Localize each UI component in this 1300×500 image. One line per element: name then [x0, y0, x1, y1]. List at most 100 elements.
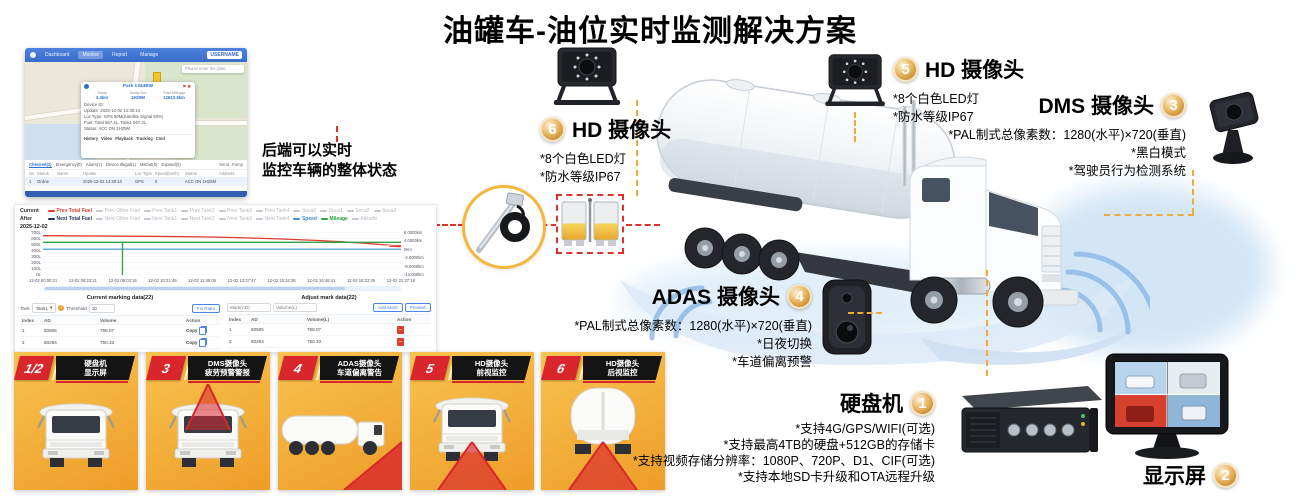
tab-expired[interactable]: Expired(0) — [161, 162, 181, 167]
copy-button[interactable]: Copy — [186, 328, 198, 333]
callout-monitor: 显示屏 2 — [1143, 460, 1238, 490]
adjust-mark-table: Adjust mark data(22) Add Mark Preview In… — [227, 295, 431, 350]
delete-icon[interactable]: – — [397, 337, 404, 346]
red-dashed-connector — [542, 224, 556, 226]
callout-adas-camera: ADAS 摄像头 4 *PAL制式总像素数：1280(水平)×720(垂直)*日… — [574, 281, 812, 371]
legend-item[interactable]: Snca3 — [373, 208, 396, 214]
tab-msout[interactable]: MsOut(0) — [139, 162, 158, 167]
number-badge: 1 — [910, 390, 935, 416]
chart-date-label: 2025-12-02 — [20, 224, 48, 230]
legend-item[interactable]: Prev Tank2 — [181, 208, 215, 214]
add-mark-button[interactable]: Add Mark — [372, 303, 403, 312]
thumb-badge: 4 — [278, 356, 318, 380]
nav-manage[interactable]: Manage — [140, 52, 159, 58]
thumb-label: DMS摄像头疲劳预警警报 — [188, 356, 267, 380]
scrollbar-handle[interactable] — [45, 287, 345, 290]
popup-vehicle-name: Park 1344BW — [122, 84, 154, 89]
thumb-badge: 3 — [146, 356, 186, 380]
legend-item[interactable]: Next Tank1 — [143, 216, 177, 222]
nav-report[interactable]: Report — [112, 52, 128, 58]
fuel-chart-panel: Current Prev Total Fuel Prev Other Fuel … — [14, 204, 437, 353]
popup-action-playback[interactable]: Playback — [115, 136, 133, 142]
stat-value: 12613.4km — [163, 94, 185, 100]
legend-item[interactable]: Next Tank3 — [218, 216, 252, 222]
thumb-card-dms[interactable]: 3 DMS摄像头疲劳预警警报 — [146, 352, 270, 490]
thumb-label: ADAS摄像头车道偏离警告 — [320, 356, 399, 380]
pump-button[interactable]: Pump — [232, 162, 243, 167]
thumb-badge: 1/2 — [14, 356, 54, 380]
legend-item[interactable]: Prev Tank1 — [143, 208, 177, 214]
yellow-dashed-connector — [854, 112, 856, 142]
legend-item[interactable]: Next Total Fuel — [48, 216, 92, 222]
callout-title: 显示屏 — [1143, 465, 1206, 488]
nav-user-button[interactable]: USERNAME — [207, 51, 242, 59]
popup-action-video[interactable]: Video — [101, 136, 113, 142]
map-nav-bar: Dashboard Monitor Report Manage USERNAME — [25, 48, 247, 62]
threshold-input[interactable] — [88, 303, 115, 313]
popup-action-cmd[interactable]: Cmd — [155, 136, 165, 142]
copy-icon[interactable] — [199, 338, 207, 347]
callout-title: DMS 摄像头 — [1038, 95, 1155, 118]
legend-item[interactable]: Prev Other Fuel — [95, 208, 140, 214]
map-search-input[interactable]: Please enter the plate — [182, 65, 244, 73]
tab-alarm[interactable]: Alarm(1) — [85, 162, 102, 167]
thumb-label: 硬盘机显示屏 — [56, 356, 135, 380]
page-title: 油罐车-油位实时监测解决方案 — [443, 15, 857, 48]
nav-monitor[interactable]: Monitor — [78, 51, 104, 59]
mark-ad-input[interactable] — [227, 303, 271, 312]
legend-item[interactable]: Prev Total Fuel — [48, 208, 92, 214]
thumb-card-hd-rear[interactable]: 6 HD摄像头后视监控 — [541, 352, 665, 490]
delete-icon[interactable]: – — [397, 325, 404, 334]
tank-select[interactable]: Tank1▾ — [31, 303, 57, 313]
copy-icon[interactable] — [199, 326, 207, 335]
popup-info-line: Loc Type: GPS 50M(Satellite Signal 50%) — [84, 113, 164, 119]
table-title: Adjust mark data(22) — [301, 295, 357, 301]
volume-input[interactable] — [273, 303, 317, 312]
map-canvas[interactable]: Please enter the plate Park 1344BW ⚑✖ To… — [25, 62, 247, 160]
legend-item[interactable]: Speed — [293, 216, 317, 222]
legend-item[interactable]: Altitude — [351, 216, 377, 222]
legend-item[interactable]: Prev Tank4 — [256, 208, 289, 214]
fuel-level-plot[interactable] — [43, 232, 401, 275]
copy-button[interactable]: Copy — [186, 340, 198, 345]
legend-item[interactable]: Snca1 — [320, 208, 343, 214]
app-logo-icon — [30, 52, 36, 58]
popup-action-history[interactable]: History — [84, 136, 99, 142]
thumb-badge: 5 — [410, 356, 450, 380]
tab-checked[interactable]: Checked(1) — [29, 161, 52, 168]
thumb-card-hd-front[interactable]: 5 HD摄像头前视监控 — [410, 352, 534, 490]
callout-dvr: 硬盘机 1 *支持4G/GPS/WIFI(可选)*支持最高4TB的硬盘+512G… — [633, 388, 935, 485]
legend-item[interactable]: Next Other Fuel — [95, 216, 140, 222]
legend-item[interactable]: Mileage — [320, 216, 348, 222]
fix-ratio-button[interactable]: Fix Ratio — [191, 303, 220, 313]
legend-item[interactable]: Prev Tank3 — [218, 208, 252, 214]
yellow-dashed-connector — [1192, 170, 1194, 214]
legend-item[interactable]: Snca0 — [293, 208, 316, 214]
popup-alert-icons[interactable]: ⚑✖ — [182, 84, 192, 89]
tab-device-illegal[interactable]: Device Illegal(1) — [105, 162, 136, 167]
fuel-sensor-probe-icon — [476, 192, 530, 253]
thumb-card-adas[interactable]: 4 ADAS摄像头车道偏离警告 — [278, 352, 402, 490]
legend-item[interactable]: Snca2 — [346, 208, 370, 214]
thumb-card-dvr-display[interactable]: 1/2 硬盘机显示屏 — [14, 352, 138, 490]
preview-button[interactable]: Preview — [404, 303, 431, 312]
nav-dashboard[interactable]: Dashboard — [45, 52, 70, 58]
legend-item[interactable]: Next Tank4 — [256, 216, 289, 222]
send-button[interactable]: Send — [219, 162, 230, 167]
thumb-label: HD摄像头后视监控 — [583, 356, 662, 380]
chart-scrollbar[interactable] — [43, 286, 401, 291]
tab-emergency[interactable]: Emergency(0) — [55, 162, 82, 167]
legend-item[interactable]: Next Tank2 — [181, 216, 215, 222]
popup-action-tracking[interactable]: Tracking — [135, 136, 153, 142]
callout-hd-camera-5: 5 HD 摄像头 *8个白色LED灯*防水等级IP67 — [893, 54, 1024, 126]
